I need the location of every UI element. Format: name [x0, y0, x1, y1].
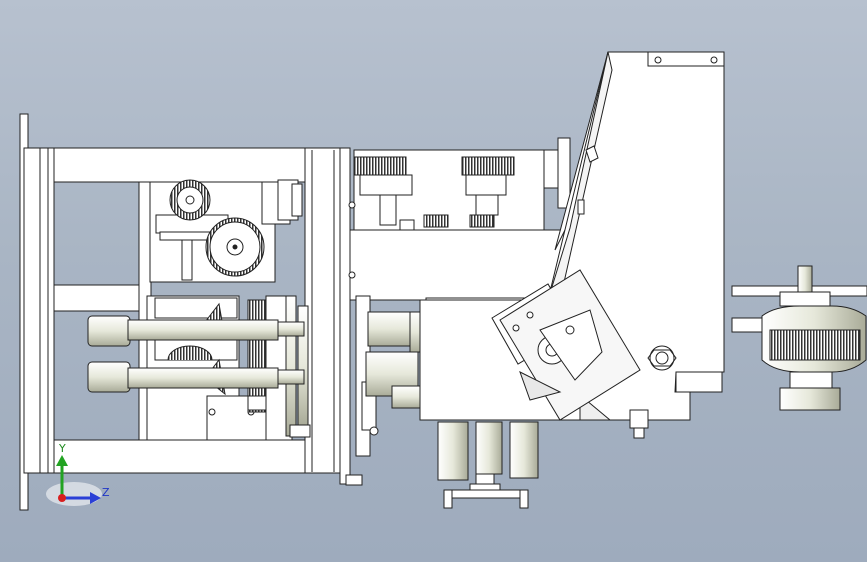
right-spindle-assembly: [731, 265, 867, 411]
orientation-triad: [46, 455, 102, 506]
triad-z-arrow: [90, 492, 101, 504]
triad-y-arrow: [56, 455, 68, 466]
upper-gearbox: [149, 179, 303, 283]
angled-clamp-assembly: [491, 269, 641, 421]
middle-upper-carriage: [348, 137, 571, 301]
triad-y-label: Y: [59, 442, 66, 455]
drive-motors: [87, 295, 311, 438]
triad-z-label: Z: [102, 486, 110, 499]
bottom-cylinders: [437, 421, 539, 509]
triad-origin: [58, 494, 66, 502]
left-frame: [19, 113, 363, 511]
right-main-body: [419, 51, 725, 439]
